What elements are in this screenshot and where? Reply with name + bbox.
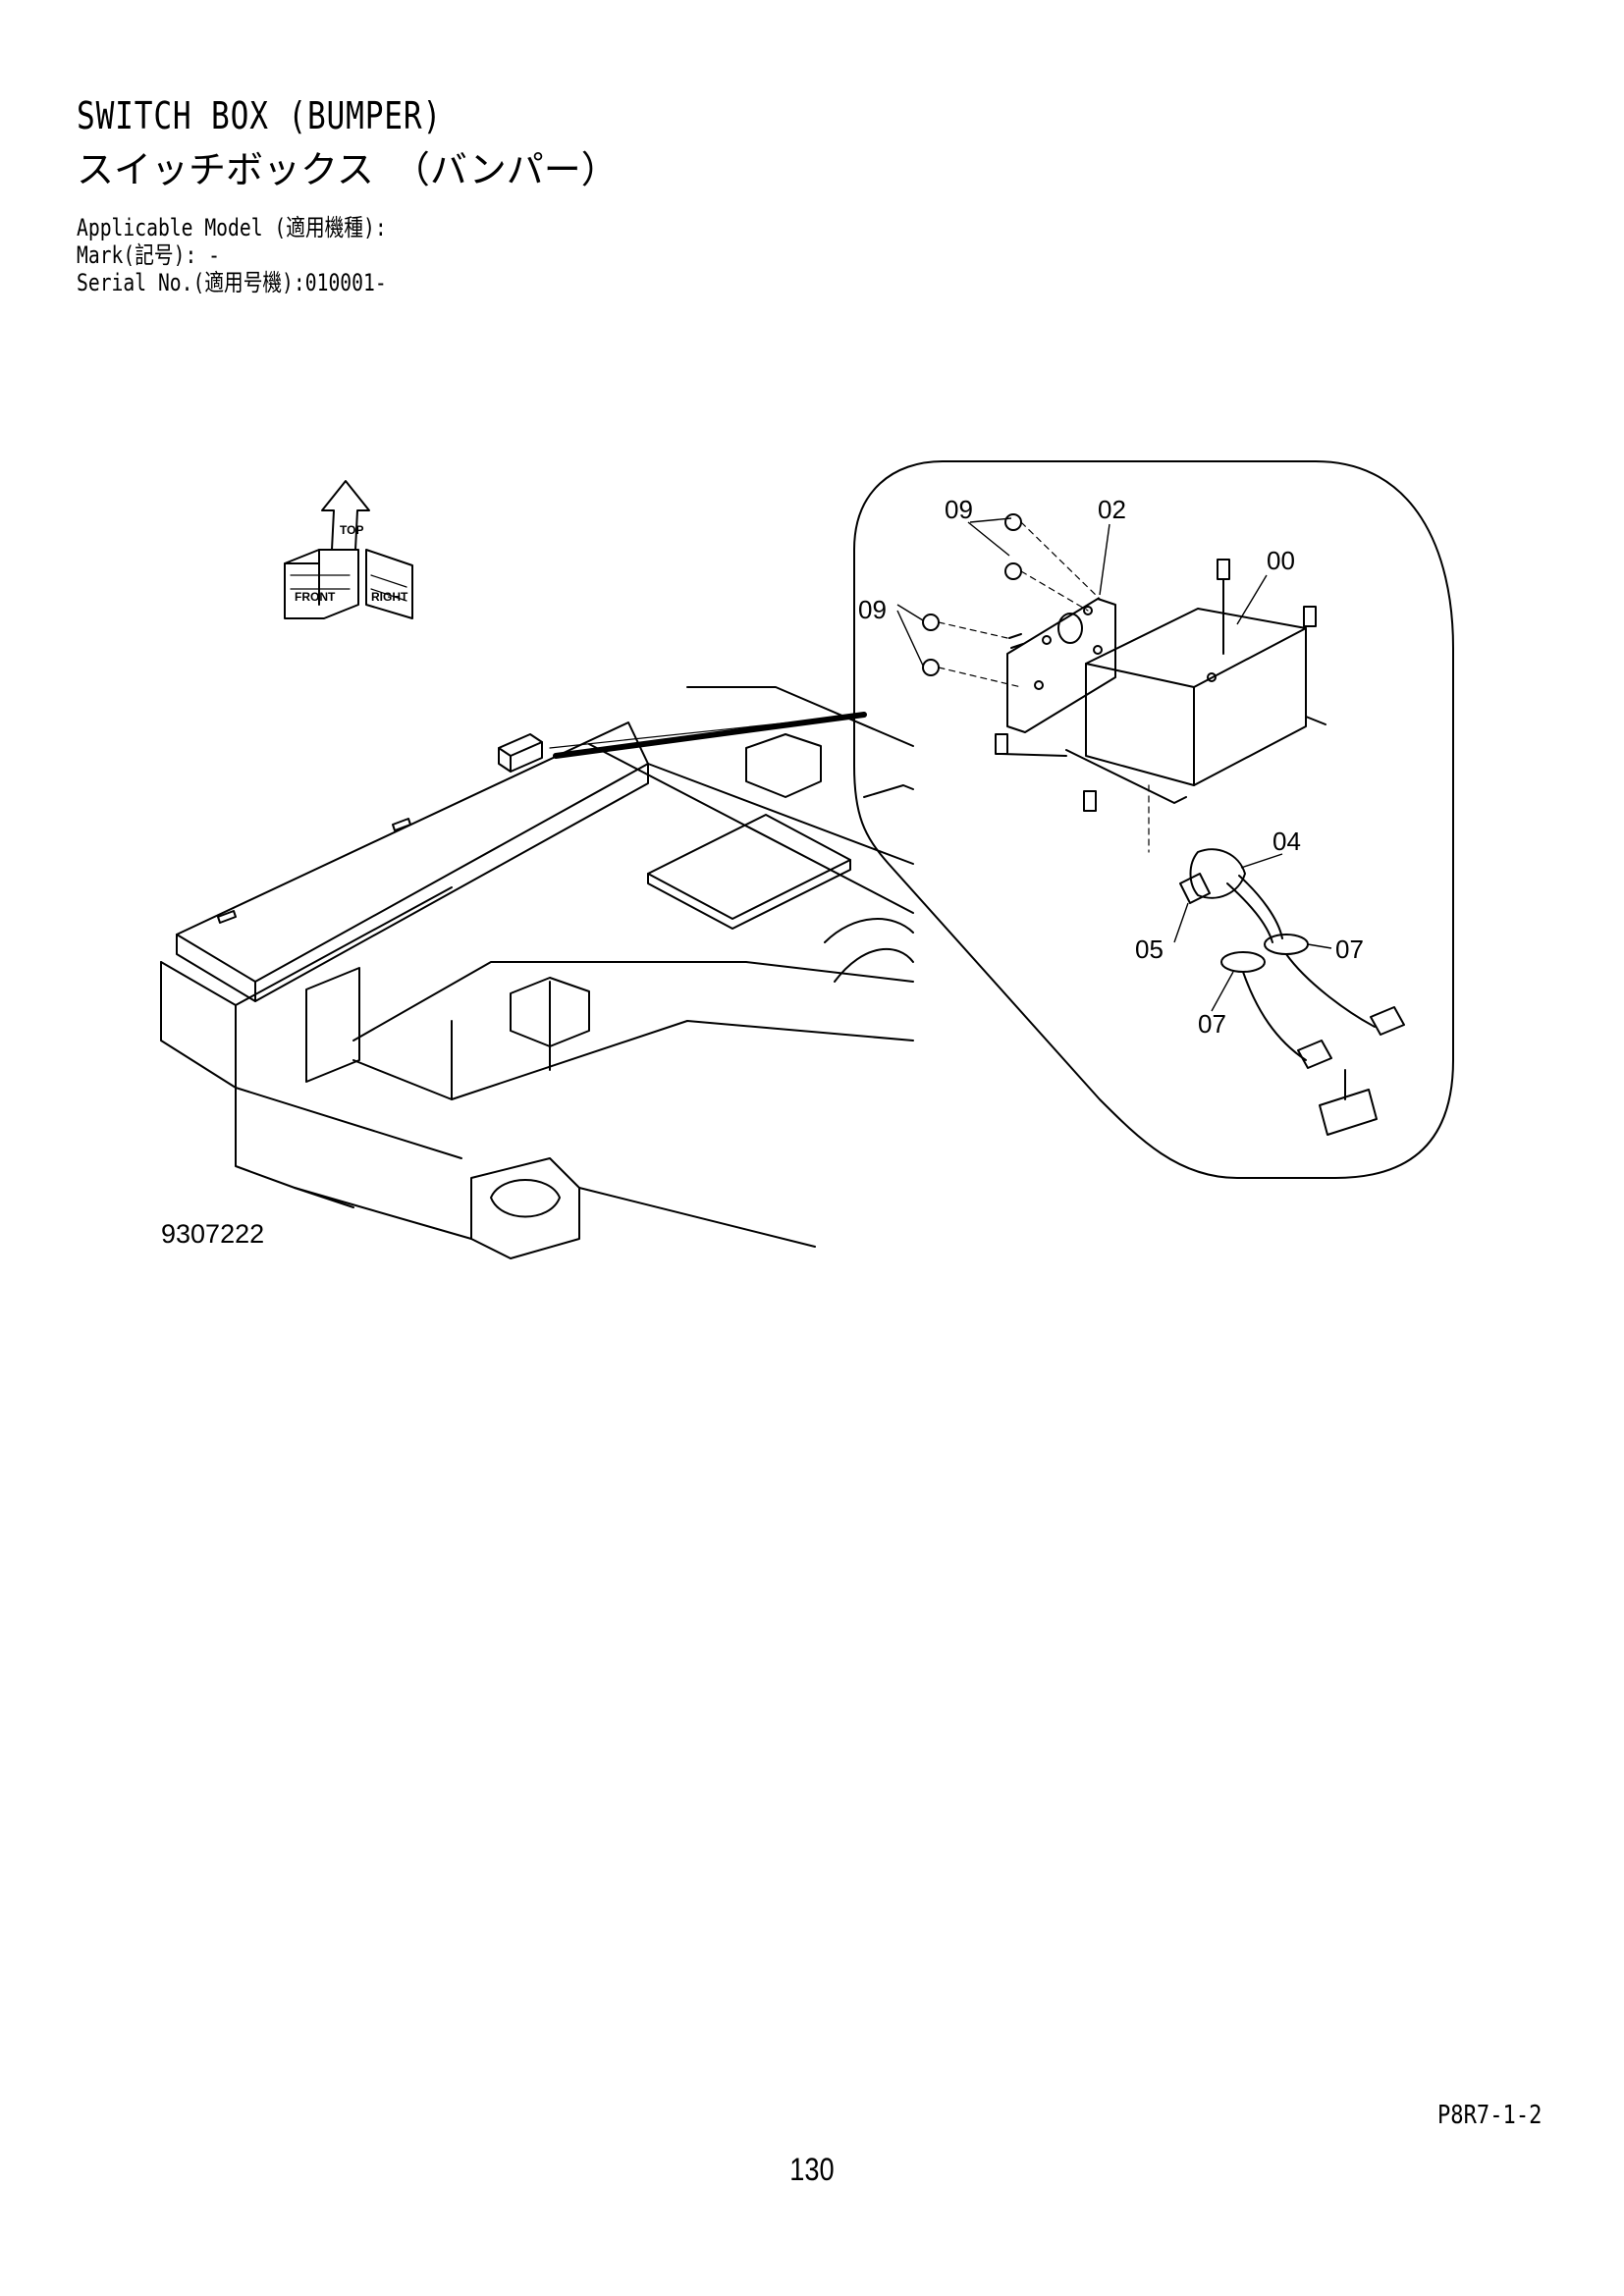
callout-09-upper: 09 bbox=[945, 495, 973, 524]
label-top: TOP bbox=[340, 523, 363, 537]
leader-line-thick bbox=[553, 712, 867, 759]
machine-frame bbox=[160, 686, 914, 1259]
page-number: 130 bbox=[789, 2152, 835, 2187]
switch-box-detail bbox=[922, 513, 1405, 1136]
reference-code: P8R7-1-2 bbox=[1437, 2101, 1543, 2130]
mark-line: Mark(記号): - bbox=[77, 241, 220, 269]
callout-04: 04 bbox=[1272, 827, 1301, 856]
serial-number-line: Serial No.(適用号機):010001- bbox=[77, 269, 387, 296]
figure-number: 9307222 bbox=[161, 1219, 264, 1249]
callout-07-left: 07 bbox=[1198, 1009, 1226, 1039]
label-right: RIGHT bbox=[371, 590, 408, 604]
applicable-model: Applicable Model (適用機種): bbox=[77, 214, 387, 241]
label-front: FRONT bbox=[295, 590, 336, 604]
callout-05: 05 bbox=[1135, 934, 1164, 964]
callout-02: 02 bbox=[1098, 495, 1126, 524]
callout-00: 00 bbox=[1267, 546, 1295, 575]
detail-bubble bbox=[853, 460, 1454, 1179]
callout-09-lower: 09 bbox=[858, 595, 887, 624]
page-title: SWITCH BOX (BUMPER) bbox=[77, 94, 443, 137]
callout-07-right: 07 bbox=[1335, 934, 1364, 964]
orientation-indicator bbox=[284, 480, 413, 619]
page-title-japanese: スイッチボックス （バンパー） bbox=[77, 148, 619, 191]
